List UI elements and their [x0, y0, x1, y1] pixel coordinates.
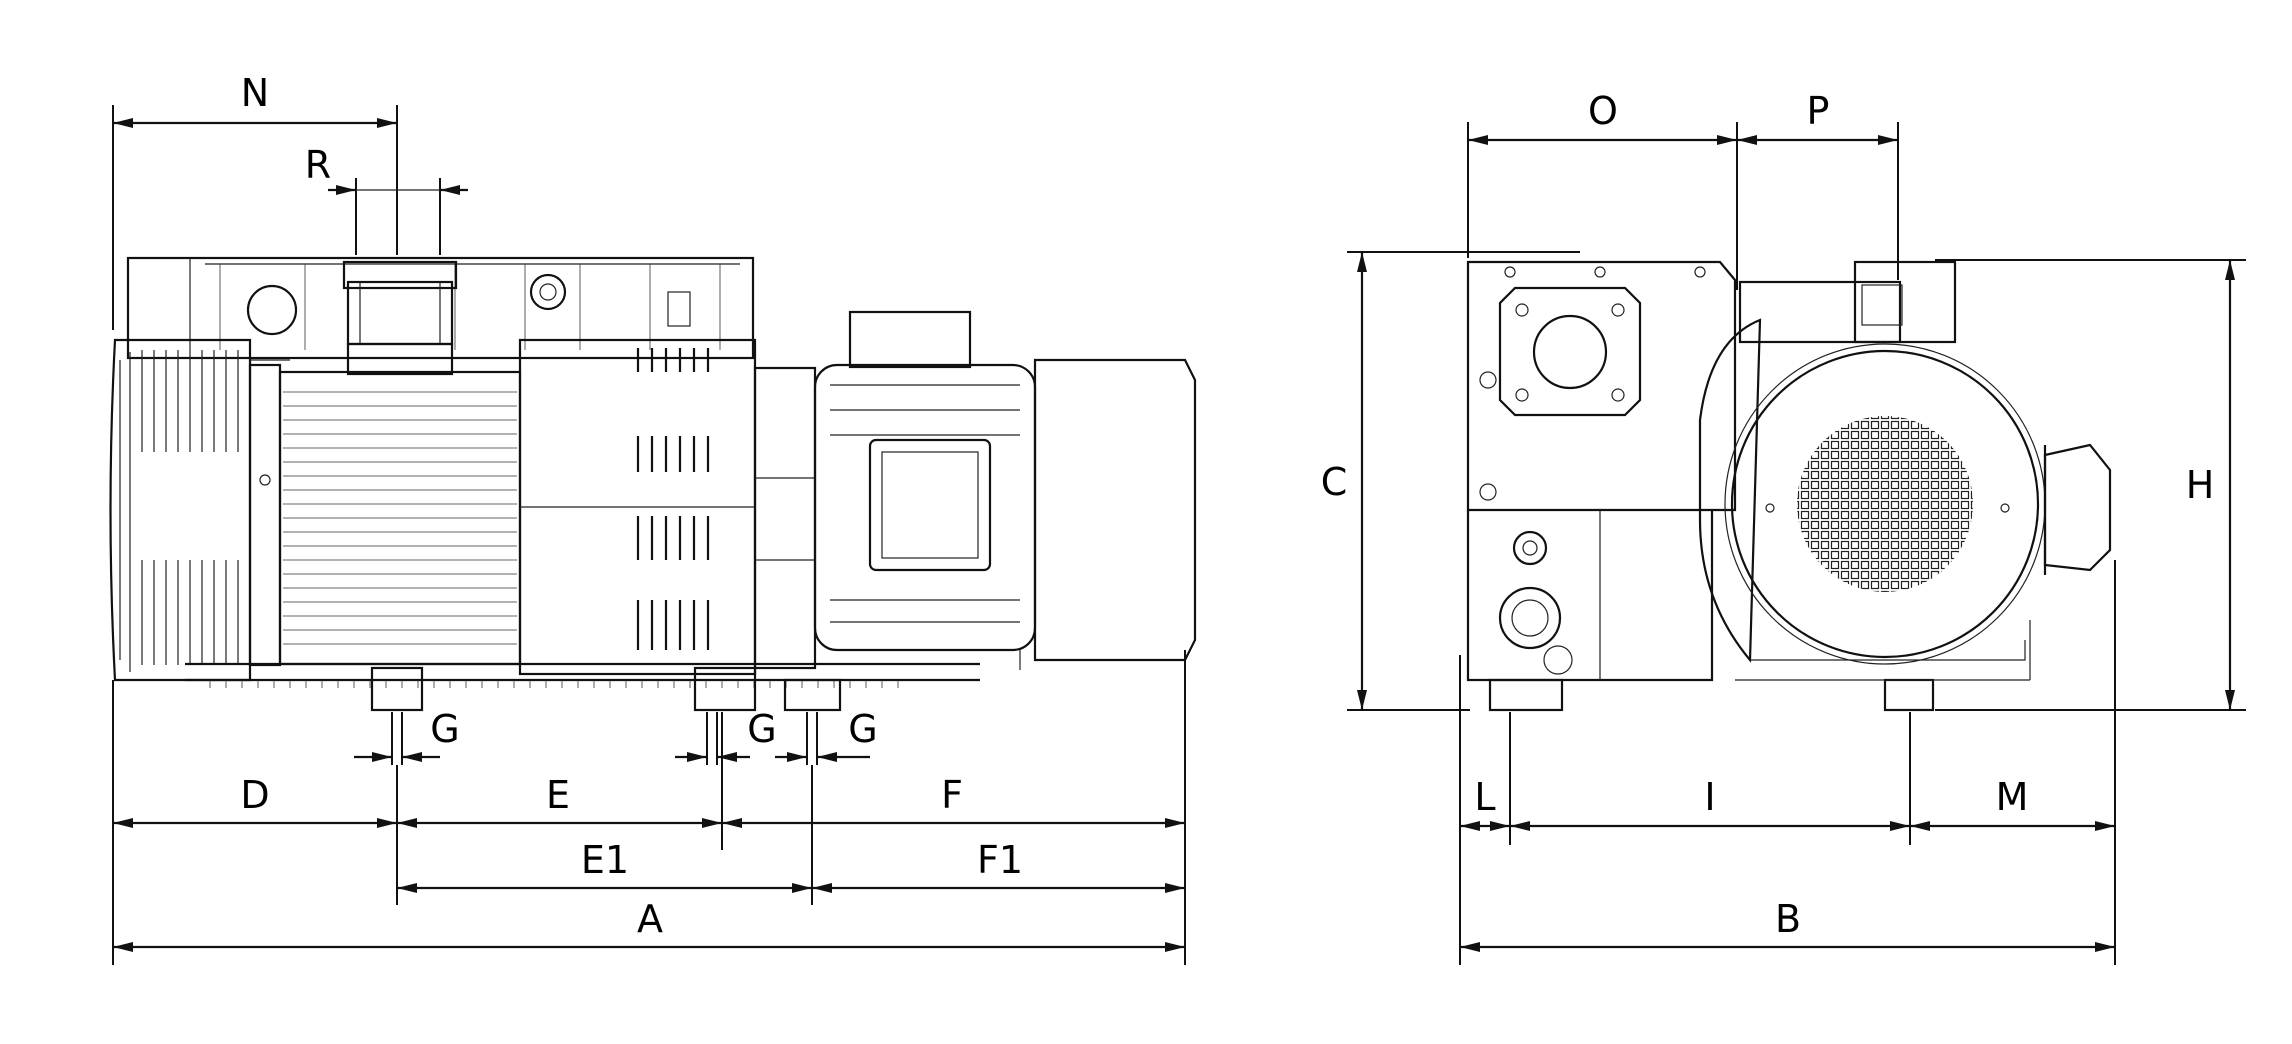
end-view-foot-left: [1488, 678, 1564, 712]
label-P: P: [1807, 89, 1830, 133]
end-view-port-icon: [1498, 586, 1562, 650]
motor-fan-cover: [1033, 358, 1197, 662]
label-G-2: G: [747, 707, 776, 751]
label-D: D: [240, 773, 269, 817]
inlet-flange-icon: [346, 280, 454, 346]
side-view-cylinder: [109, 338, 290, 682]
label-A: A: [637, 897, 663, 941]
side-view-dimension-lines: [113, 118, 1185, 952]
side-view-extension-lines: [112, 105, 1186, 965]
terminal-box-icon: [868, 438, 992, 572]
label-L: L: [1474, 775, 1495, 819]
side-view-pump-body: [278, 338, 757, 676]
end-view-motor: [1698, 260, 2112, 712]
label-M: M: [1996, 775, 2029, 819]
label-F: F: [941, 773, 963, 817]
label-H: H: [2186, 463, 2215, 507]
oil-cap-icon: [246, 284, 298, 336]
end-view-dimension-lines: [1357, 135, 2235, 952]
label-G-1: G: [430, 707, 459, 751]
foot-right: [783, 678, 842, 712]
end-view-pump-housing: [1466, 260, 1737, 712]
label-N: N: [241, 71, 269, 115]
side-view-housing: [126, 256, 755, 376]
label-I: I: [1704, 775, 1715, 819]
foot-middle: [693, 666, 757, 712]
label-O: O: [1588, 89, 1618, 133]
motor-fan-grille: [1730, 349, 2040, 659]
label-B: B: [1775, 897, 1801, 941]
end-view-extension-lines: [1347, 122, 2246, 965]
end-view-valve-icon: [1512, 530, 1548, 566]
lifting-eye-icon: [529, 273, 567, 311]
end-view-inlet-plate: [1498, 286, 1642, 417]
side-view: N R G G G D E F E1 F1 A: [109, 71, 1197, 965]
end-view-foot-right: [1883, 678, 1935, 712]
end-view: O P C H L I M B: [1321, 89, 2246, 965]
label-E1: E1: [581, 838, 629, 882]
label-E: E: [546, 773, 570, 817]
foot-left: [370, 666, 424, 712]
side-view-base: [185, 662, 980, 712]
label-C: C: [1321, 460, 1348, 504]
side-view-motor: [753, 310, 1197, 670]
label-R: R: [305, 143, 331, 187]
end-view-terminal-box: [2043, 443, 2112, 572]
label-F1: F1: [977, 838, 1023, 882]
label-G-3: G: [848, 707, 877, 751]
